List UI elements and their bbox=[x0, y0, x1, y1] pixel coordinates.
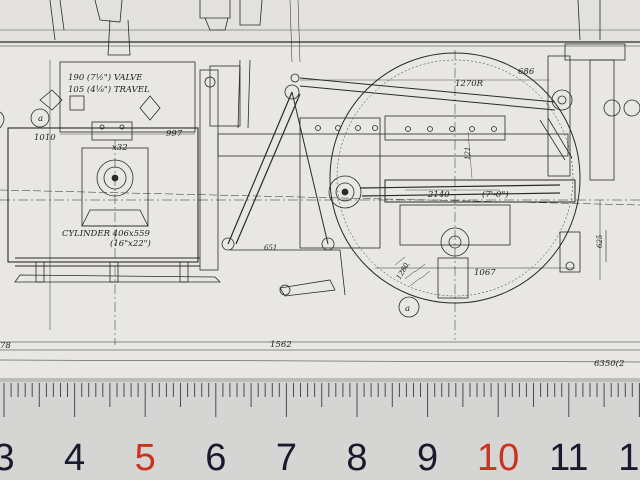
ruler-number: 3 bbox=[0, 437, 15, 479]
ruler-number: 10 bbox=[477, 437, 519, 479]
dim-997: 997 bbox=[166, 129, 183, 139]
drawing-annotations: 190 (7½") VALVE 105 (4⅛") TRAVEL CYLINDE… bbox=[0, 67, 624, 369]
ruler-numbers: 3 4 5 6 7 8 9 10 11 12 bbox=[0, 437, 640, 479]
circle-label-a-left: a bbox=[38, 114, 43, 124]
dim-1010: 1010 bbox=[34, 133, 56, 143]
drawing-paper bbox=[0, 0, 640, 378]
dim-x32: x32 bbox=[112, 143, 128, 153]
dim-1270r: 1270R bbox=[455, 79, 484, 89]
ruler-number: 9 bbox=[417, 437, 438, 479]
dim-651: 651 bbox=[264, 244, 277, 252]
ruler: 3 4 5 6 7 8 9 10 11 12 bbox=[0, 378, 640, 480]
ruler-number: 11 bbox=[549, 437, 588, 479]
valve-travel-label-2: 105 (4⅛") TRAVEL bbox=[68, 84, 150, 95]
ruler-number: 5 bbox=[135, 437, 156, 479]
dim-625: 625 bbox=[596, 234, 604, 248]
dim-1562: 1562 bbox=[270, 340, 292, 350]
ruler-number: 4 bbox=[64, 437, 85, 479]
circle-label-a-mid: a bbox=[405, 304, 410, 314]
cylinder-label-1: CYLINDER 406x559 bbox=[62, 229, 151, 239]
valve-travel-label-1: 190 (7½") VALVE bbox=[68, 72, 143, 83]
dim-7-0: (7'-0") bbox=[482, 189, 509, 200]
paper-top-region bbox=[0, 0, 640, 44]
dim-1067: 1067 bbox=[474, 268, 496, 278]
ruler-number: 12 bbox=[618, 437, 640, 479]
ruler-number: 7 bbox=[276, 437, 297, 479]
dim-6350: 6350(2 bbox=[594, 358, 624, 369]
dim-78: 78 bbox=[0, 341, 11, 351]
dim-121: 121 bbox=[464, 147, 472, 160]
dim-2140: 2140 bbox=[427, 190, 450, 200]
ruler-ticks bbox=[3, 383, 640, 417]
locomotive-drawing bbox=[0, 0, 640, 363]
ruler-number: 8 bbox=[346, 437, 367, 479]
dim-686: 686 bbox=[518, 67, 535, 77]
cylinder-label-2: (16"x22") bbox=[110, 238, 151, 249]
ruler-number: 6 bbox=[205, 437, 226, 479]
